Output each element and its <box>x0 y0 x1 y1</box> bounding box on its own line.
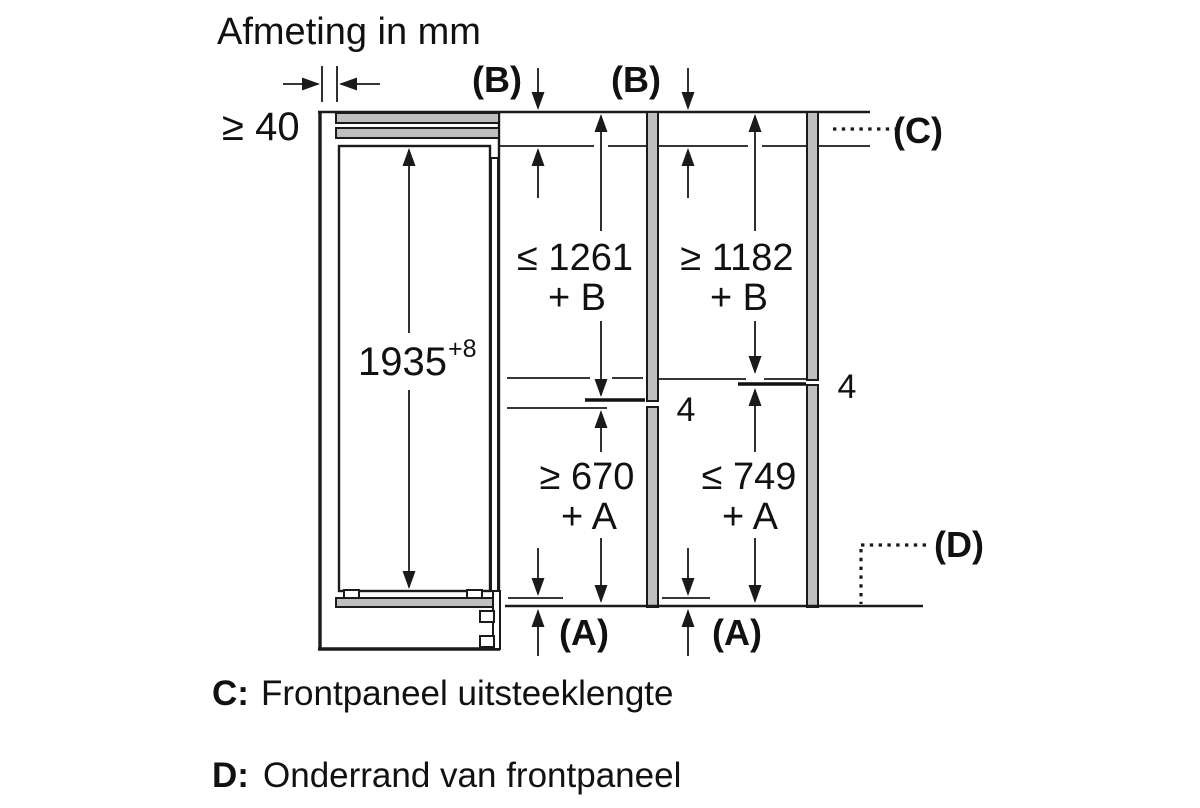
legend-c-text: Frontpaneel uitsteeklengte <box>261 674 674 713</box>
legend-d-key: D: <box>212 756 249 795</box>
label-a-right: (A) <box>712 612 762 653</box>
diagram-title: Afmeting in mm <box>217 11 481 53</box>
legend-c-key: C: <box>212 674 249 713</box>
appliance-door-slab <box>490 157 499 592</box>
panel-gap-left-value: 4 <box>677 391 696 429</box>
bottom-reference-lines <box>505 597 923 608</box>
legend-d-text: Onderrand van frontpaneel <box>263 756 681 795</box>
hinge-notch-lower <box>479 635 495 648</box>
label-c: (C) <box>893 110 943 151</box>
top-vent-bar-1 <box>335 112 500 124</box>
front-panel-right-upper <box>806 111 819 381</box>
left-top-suffix: + B <box>548 277 606 319</box>
right-bottom-suffix: + A <box>722 496 779 538</box>
label-b-right: (B) <box>611 59 661 100</box>
rear-clearance-dimension <box>283 66 380 102</box>
right-top-min-value: ≥ 1182 <box>680 237 793 279</box>
niche-height-tolerance: +8 <box>448 335 477 363</box>
left-bottom-min-value: ≥ 670 <box>540 456 635 498</box>
left-top-max-value: ≤ 1261 <box>517 237 633 279</box>
front-panel-right-lower <box>806 384 819 608</box>
left-bottom-suffix: + A <box>561 496 618 538</box>
front-panel-left-lower <box>646 406 659 608</box>
label-d: (D) <box>934 524 984 565</box>
panel-gap-right-value: 4 <box>838 368 857 406</box>
rear-clearance-value: ≥ 40 <box>222 105 300 149</box>
top-vent-bar-2 <box>335 127 500 139</box>
legend: C: Frontpaneel uitsteeklengte D: Onderra… <box>212 674 681 795</box>
right-bottom-max-value: ≤ 749 <box>702 456 797 498</box>
label-b-left: (B) <box>472 59 522 100</box>
callout-d-leader <box>859 543 926 604</box>
left-column-dimension-arrows <box>531 68 608 656</box>
hinge-notch-upper <box>479 610 495 623</box>
niche-height-value: 1935 <box>358 340 447 384</box>
front-panel-left-upper <box>646 111 659 402</box>
right-column-dimension-arrows <box>681 68 762 656</box>
label-a-left: (A) <box>559 612 609 653</box>
plinth-bar <box>335 597 501 608</box>
right-top-suffix: + B <box>710 277 768 319</box>
cabinet-outline <box>318 110 870 651</box>
